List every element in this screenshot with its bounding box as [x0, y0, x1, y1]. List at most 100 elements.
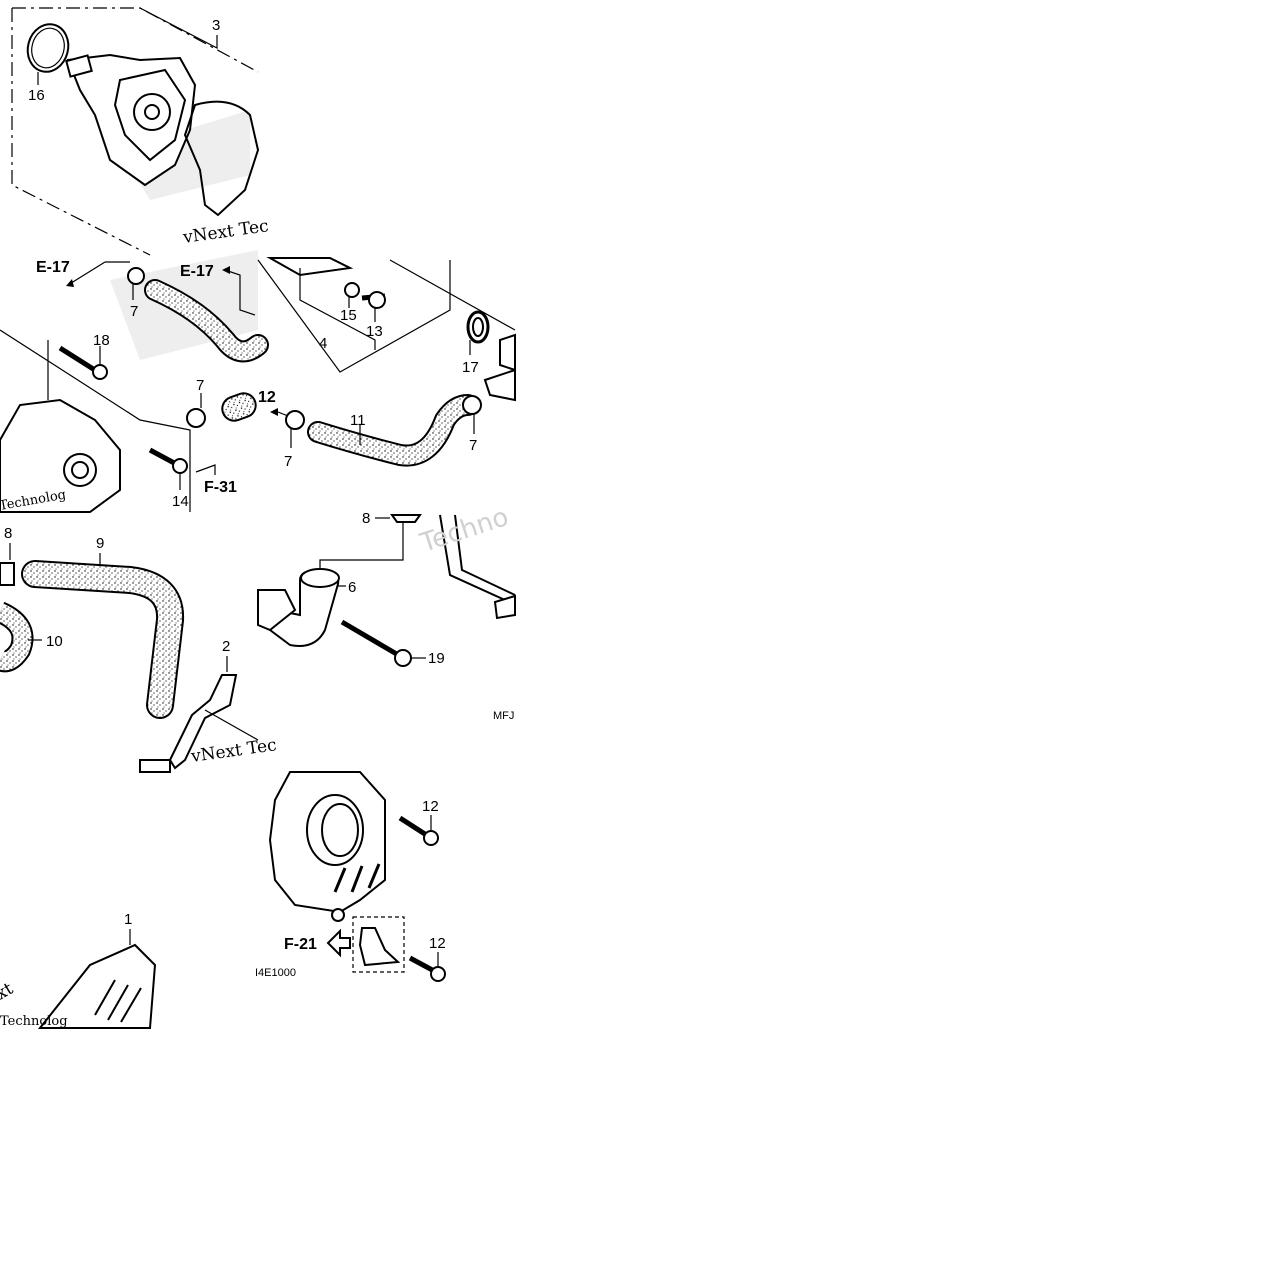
ref-e17-right: E-17: [180, 263, 214, 280]
label-4: 4: [319, 335, 327, 352]
label-19: 19: [428, 650, 445, 667]
leader-line: [299, 268, 376, 350]
hose-bracket: [168, 674, 238, 770]
thermostat-housing: [266, 257, 354, 277]
cover-rib: [94, 979, 116, 1016]
tile-thermostat-hoses: 4 15 13 17 11 7 7: [257, 257, 516, 470]
bolt-12-upper: [398, 815, 430, 839]
label-2: 2: [222, 638, 230, 655]
arrow-head: [66, 279, 74, 287]
ref-f21-arrow: [326, 928, 351, 958]
ref-f31: F-31: [204, 479, 237, 496]
hose-clamp: [139, 759, 171, 773]
code-mfj: MFJ: [493, 710, 514, 722]
bolt-18: [58, 345, 100, 375]
engine-cover: [0, 398, 121, 513]
bolt-12-upper-head: [423, 830, 439, 846]
water-pump-cover: [37, 943, 157, 1029]
bolt-18-head: [92, 364, 108, 380]
pipe-joint: [483, 368, 516, 402]
label-12-lower: 12: [429, 935, 446, 952]
label-18: 18: [93, 332, 110, 349]
cover-slot: [350, 865, 364, 893]
o-ring-16: [26, 23, 70, 73]
drawing-number: I4E1000: [255, 967, 296, 979]
arrow-head: [270, 408, 278, 416]
label-10: 10: [46, 633, 63, 650]
bolt-13-head: [368, 291, 386, 309]
label-13: 13: [366, 323, 383, 340]
leader-line: [224, 269, 256, 316]
tile-cover: 1 xt Technolog: [0, 911, 157, 1029]
ref-e17-left: E-17: [36, 259, 70, 276]
leader-line: [277, 411, 289, 417]
tile-upper-hoses: E-17 E-17 7 18 7 12 14 F-31: [0, 250, 276, 514]
callout-frame: [389, 259, 516, 331]
pump-shaft-end: [65, 54, 93, 78]
label-14: 14: [172, 493, 189, 510]
bracket-edge: [204, 709, 259, 741]
callout-frame: [257, 259, 451, 373]
leader-arrow: [195, 464, 216, 475]
leader-arrow: [67, 261, 106, 286]
tile-water-pump: 3 16 vNext Tec: [11, 7, 270, 256]
coolant-hose-9-fill: [23, 562, 183, 717]
watermark-text: vNext Tec: [189, 735, 278, 767]
leader-line: [139, 7, 218, 49]
frame-pipe: [454, 514, 516, 596]
bolt-14: [148, 447, 178, 467]
label-8a: 8: [4, 525, 12, 542]
small-bracket: [358, 927, 401, 967]
tile-cover-bolts: 12 12 F-21 I4E1000: [255, 771, 446, 982]
seal-17-inner: [472, 317, 484, 337]
pipe-joint: [499, 333, 516, 372]
cover-opening-inner: [321, 803, 359, 857]
cover-slot: [333, 867, 347, 893]
bolt-14-head: [172, 458, 188, 474]
o-ring-16-inner: [31, 27, 65, 69]
watermark-text: Techno: [416, 502, 512, 559]
coolant-hose-11-fill: [309, 396, 477, 465]
label-17: 17: [462, 359, 479, 376]
hose-clamp: [462, 395, 482, 415]
hose-clamp: [186, 408, 206, 428]
joint-flange: [257, 589, 297, 632]
label-6: 6: [348, 579, 356, 596]
tile-water-joint: 8 6 19 Techno MFJ: [257, 502, 516, 722]
bolt-12-lower-head: [430, 966, 446, 982]
cover-mount-hole: [331, 908, 345, 922]
short-hose: [221, 392, 257, 422]
label-7b: 7: [196, 377, 204, 394]
coolant-hose-fill: [146, 281, 267, 361]
cover-rib: [120, 987, 142, 1023]
pump-shaft: [144, 104, 160, 120]
outlet-port-inner: [71, 461, 89, 479]
bolt-19-head: [394, 649, 412, 667]
leader-line: [319, 522, 404, 575]
label-1: 1: [124, 911, 132, 928]
coolant-hose-10-fill: [0, 603, 32, 671]
frame-pipe-end: [493, 594, 516, 620]
label-11: 11: [350, 412, 366, 429]
label-15: 15: [340, 307, 357, 324]
label-12-upper: 12: [422, 798, 439, 815]
pump-gasket: [183, 100, 260, 217]
cover-rib: [107, 984, 129, 1021]
watermark-text: xt: [0, 979, 17, 1005]
hose-clamp: [390, 514, 422, 523]
label-7a: 7: [130, 303, 138, 320]
label-9: 9: [96, 535, 104, 552]
watermark-text: vNext Tec: [181, 216, 270, 248]
watermark-text: Technolog: [0, 1014, 68, 1029]
hose-clamp: [285, 410, 305, 430]
arrow-head: [222, 266, 230, 274]
hose-clamp: [0, 562, 15, 586]
ref-f21: F-21: [284, 936, 317, 953]
hose-clamp: [127, 267, 145, 285]
tile-lower-hoses: 8 9 10 2 vNext Tec: [0, 525, 278, 773]
water-joint-6-inlet: [300, 568, 340, 588]
label-8b: 8: [362, 510, 370, 527]
label-3: 3: [212, 17, 220, 34]
callout-frame: [11, 8, 151, 256]
